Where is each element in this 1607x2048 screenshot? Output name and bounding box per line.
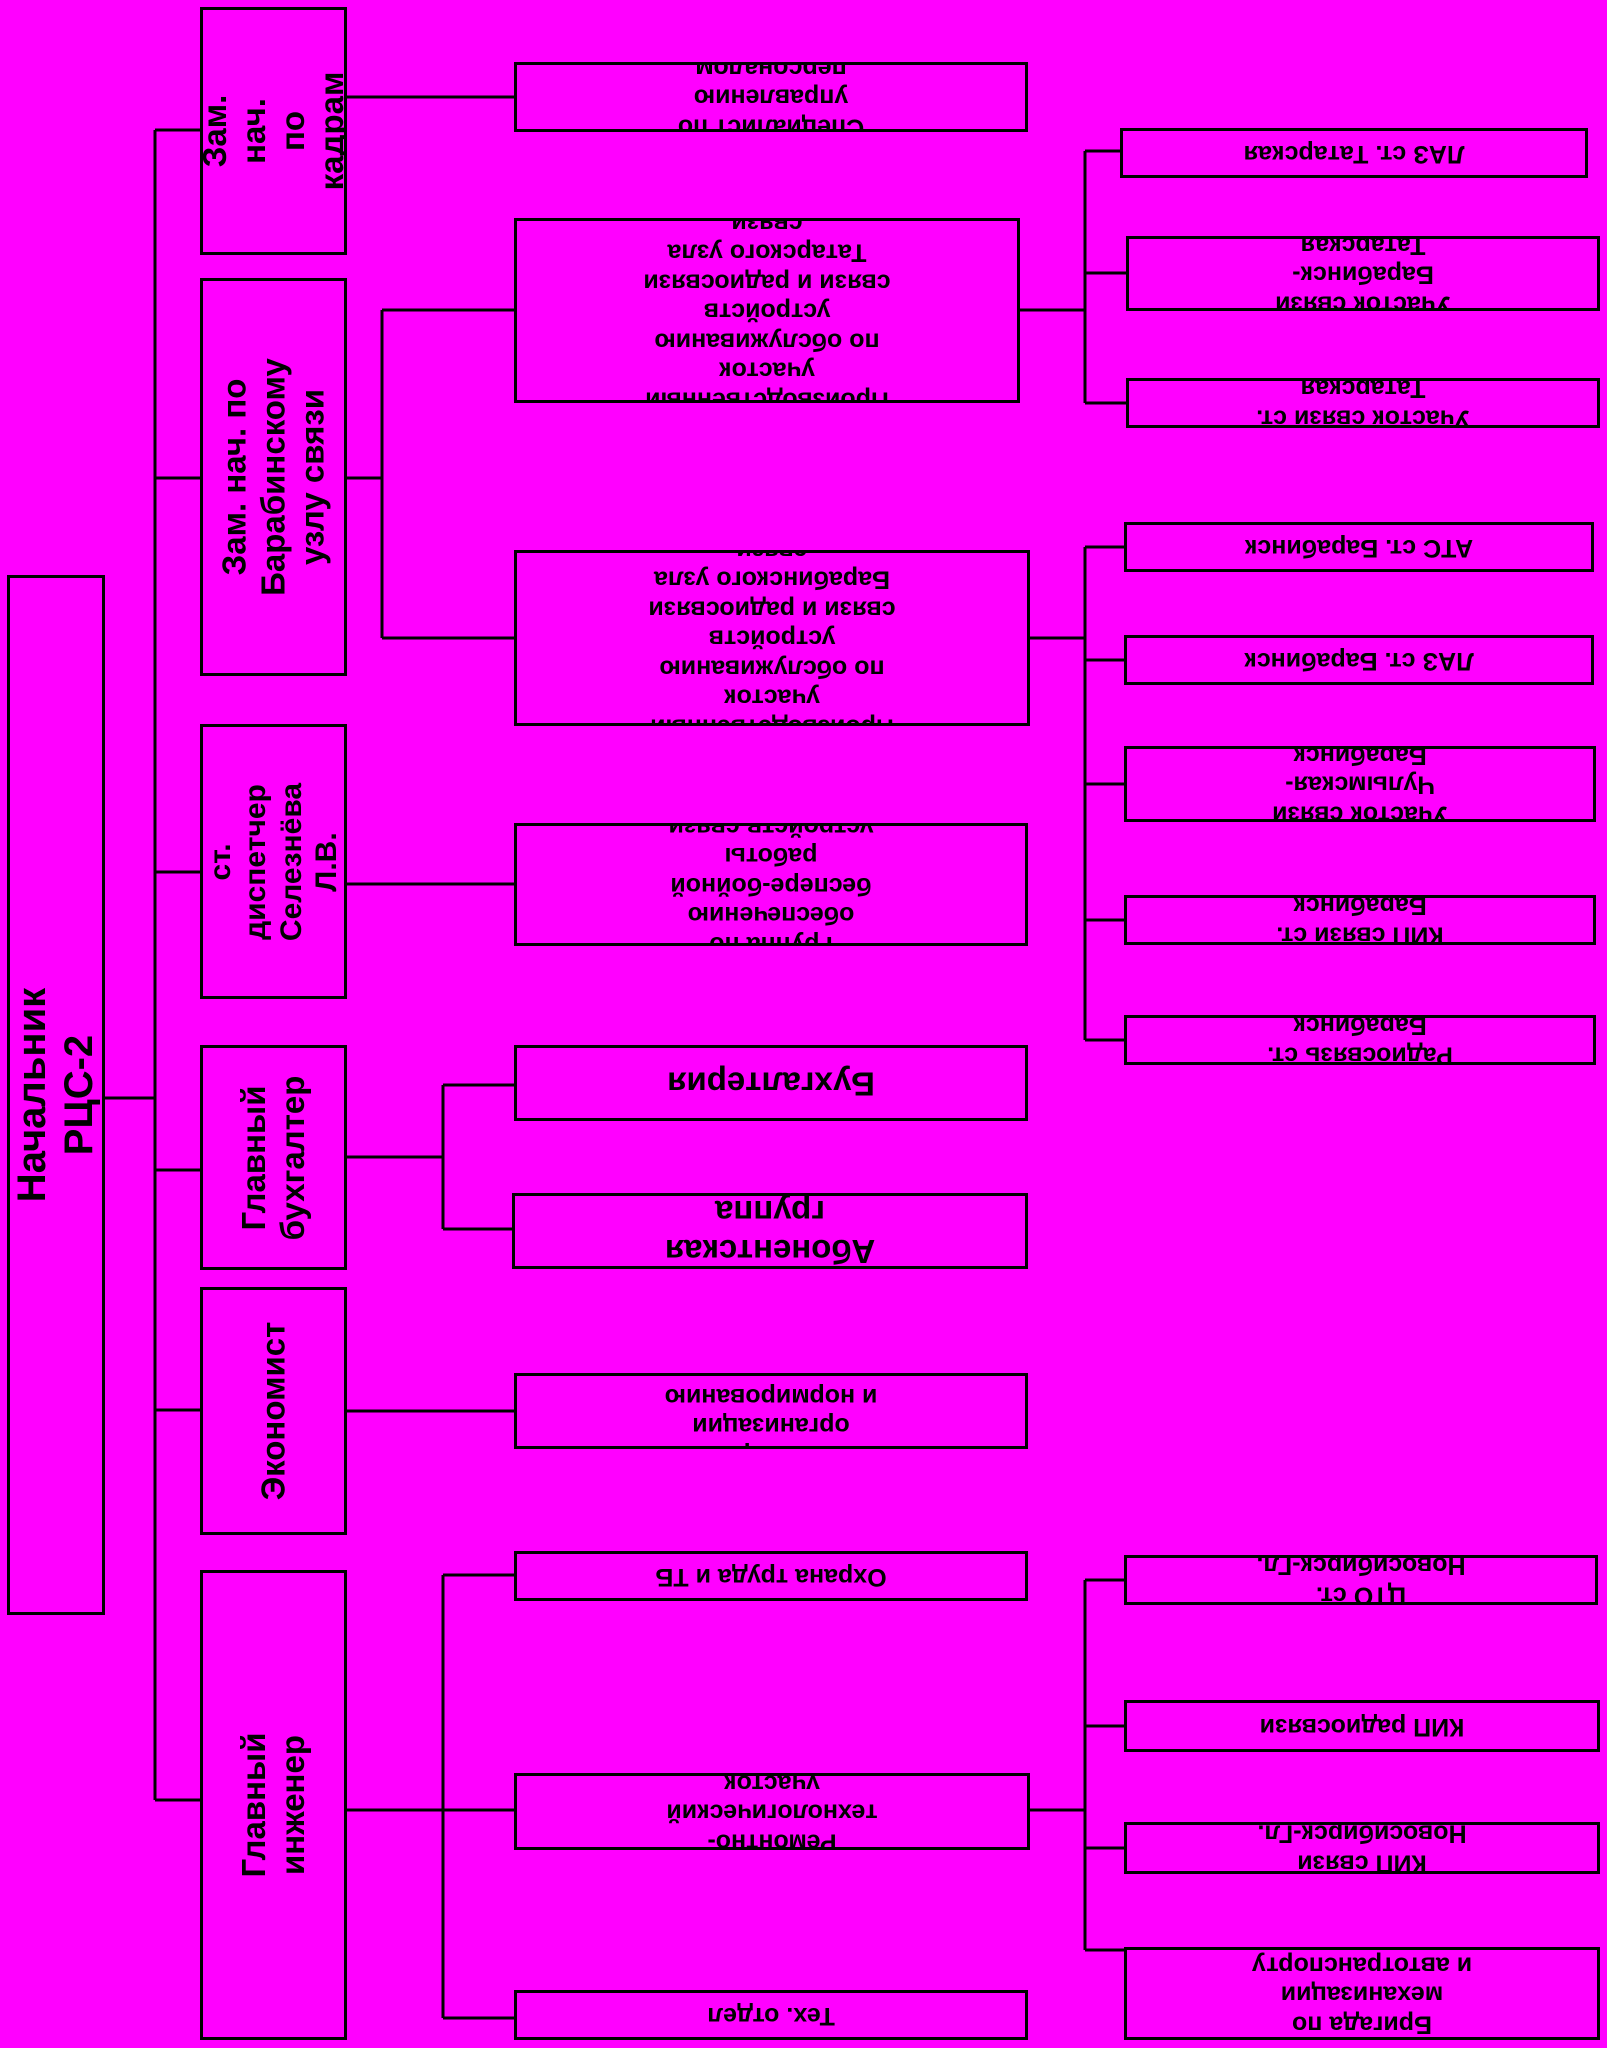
manager-hr-deputy: Зам. нач. по кадрам [200,7,347,255]
unit-label: Бухгалтерия [667,1065,875,1103]
unit-tatarsk-section: Производственный участок по обслуживанию… [514,218,1020,403]
unit-labor-engineer: Инженер по организации и нормированию тр… [514,1373,1028,1449]
subunit-label: Участок связи Барабинск-Татарская [1275,236,1451,311]
subunit-label: ЛАЗ ст. Барабинск [1244,646,1474,675]
manager-barabinsk-deputy: Зам. нач. по Барабинскому узлу связи [200,278,347,676]
subunit-label: ЛАЗ ст. Татарская [1243,139,1465,168]
subunit-kip-barabinsk: КИП связи ст. Барабинск [1124,895,1596,945]
subunit-label: КИП связи ст. Барабинск [1276,895,1444,945]
subunit-ats-barabinsk: АТС ст. Барабинск [1124,522,1594,572]
unit-tech-department: Тех. отдел [514,1990,1028,2040]
manager-chief-engineer: Главный инженер [200,1570,347,2040]
subunit-label: КИП связи Новосибирск-Гл. [1257,1822,1467,1874]
subunit-label: Участок связи ст. Татарская [1256,378,1470,428]
subunit-label: ЦТО ст. Новосибирск-Гл. [1256,1555,1466,1605]
unit-barabinsk-section: Производственный участок по обслуживанию… [514,550,1030,726]
subunit-label: КИП радиосвязи [1259,1712,1465,1741]
subunit-label: Радиосвязь ст. Барабинск [1267,1015,1453,1065]
root-box: Начальник РЦС-2 [7,575,105,1615]
manager-chief-accountant: Главный бухгалтер [200,1045,347,1270]
subunit-kip-novosibirsk: КИП связи Новосибирск-Гл. [1124,1822,1600,1874]
subunit-cto-novosibirsk: ЦТО ст. Новосибирск-Гл. [1124,1555,1598,1605]
subunit-label: Бригада по механизации и автотранспорту [1251,1950,1473,2038]
unit-label: Ремонтно-технологический участок [666,1773,878,1850]
manager-label: Экономист [254,1321,292,1501]
manager-label: Главный бухгалтер [234,1075,311,1240]
manager-label: Зам. нач. по Барабинскому узлу связи [215,358,330,596]
unit-repair-section: Ремонтно-технологический участок [514,1773,1030,1850]
subunit-label: Участок связи Чулымская-Барабинск [1272,746,1448,822]
subunit-radio-barabinsk: Радиосвязь ст. Барабинск [1124,1015,1596,1065]
subunit-laz-barabinsk: ЛАЗ ст. Барабинск [1124,635,1594,685]
unit-label: Производственный участок по обслуживанию… [643,218,891,403]
manager-senior-dispatcher: ст. диспетчер Селезнёва Л.В. [200,724,347,999]
manager-economist: Экономист [200,1287,347,1535]
unit-labor-safety: Охрана труда и ТБ [514,1551,1028,1601]
unit-label: Производственный участок по обслуживанию… [648,550,896,723]
manager-label: Зам. нач. по кадрам [200,71,347,191]
subunit-label: АТС ст. Барабинск [1244,533,1474,562]
subunit-tatarsk-station-link: Участок связи ст. Татарская [1126,378,1600,428]
manager-label: ст. диспетчер Селезнёва Л.В. [203,782,343,941]
unit-label: Инженер по организации и нормированию тр… [664,1376,878,1446]
manager-label: Главный инженер [234,1732,311,1878]
unit-label: Абонентская группа [664,1194,876,1269]
root-label: Начальник РЦС-2 [9,987,101,1203]
unit-subscriber-group: Абонентская группа [512,1193,1028,1269]
subunit-kip-radio: КИП радиосвязи [1124,1700,1600,1752]
unit-accounting: Бухгалтерия [514,1045,1028,1121]
subunit-barabinsk-tatarsk-link: Участок связи Барабинск-Татарская [1126,236,1600,311]
unit-label: Специалист по управлению персоналом [677,62,865,132]
unit-label: Группа по обеспечению беспере-бойной раб… [668,823,874,946]
unit-reliability-group: Группа по обеспечению беспере-бойной раб… [514,823,1028,946]
unit-label: Тех. отдел [707,2001,835,2030]
subunit-mechanization-brigade: Бригада по механизации и автотранспорту [1124,1947,1600,2040]
subunit-chulym-barabinsk-link: Участок связи Чулымская-Барабинск [1124,746,1596,822]
unit-hr-specialist: Специалист по управлению персоналом [514,62,1028,132]
subunit-laz-tatarsk: ЛАЗ ст. Татарская [1120,128,1588,178]
unit-label: Охрана труда и ТБ [655,1562,887,1591]
